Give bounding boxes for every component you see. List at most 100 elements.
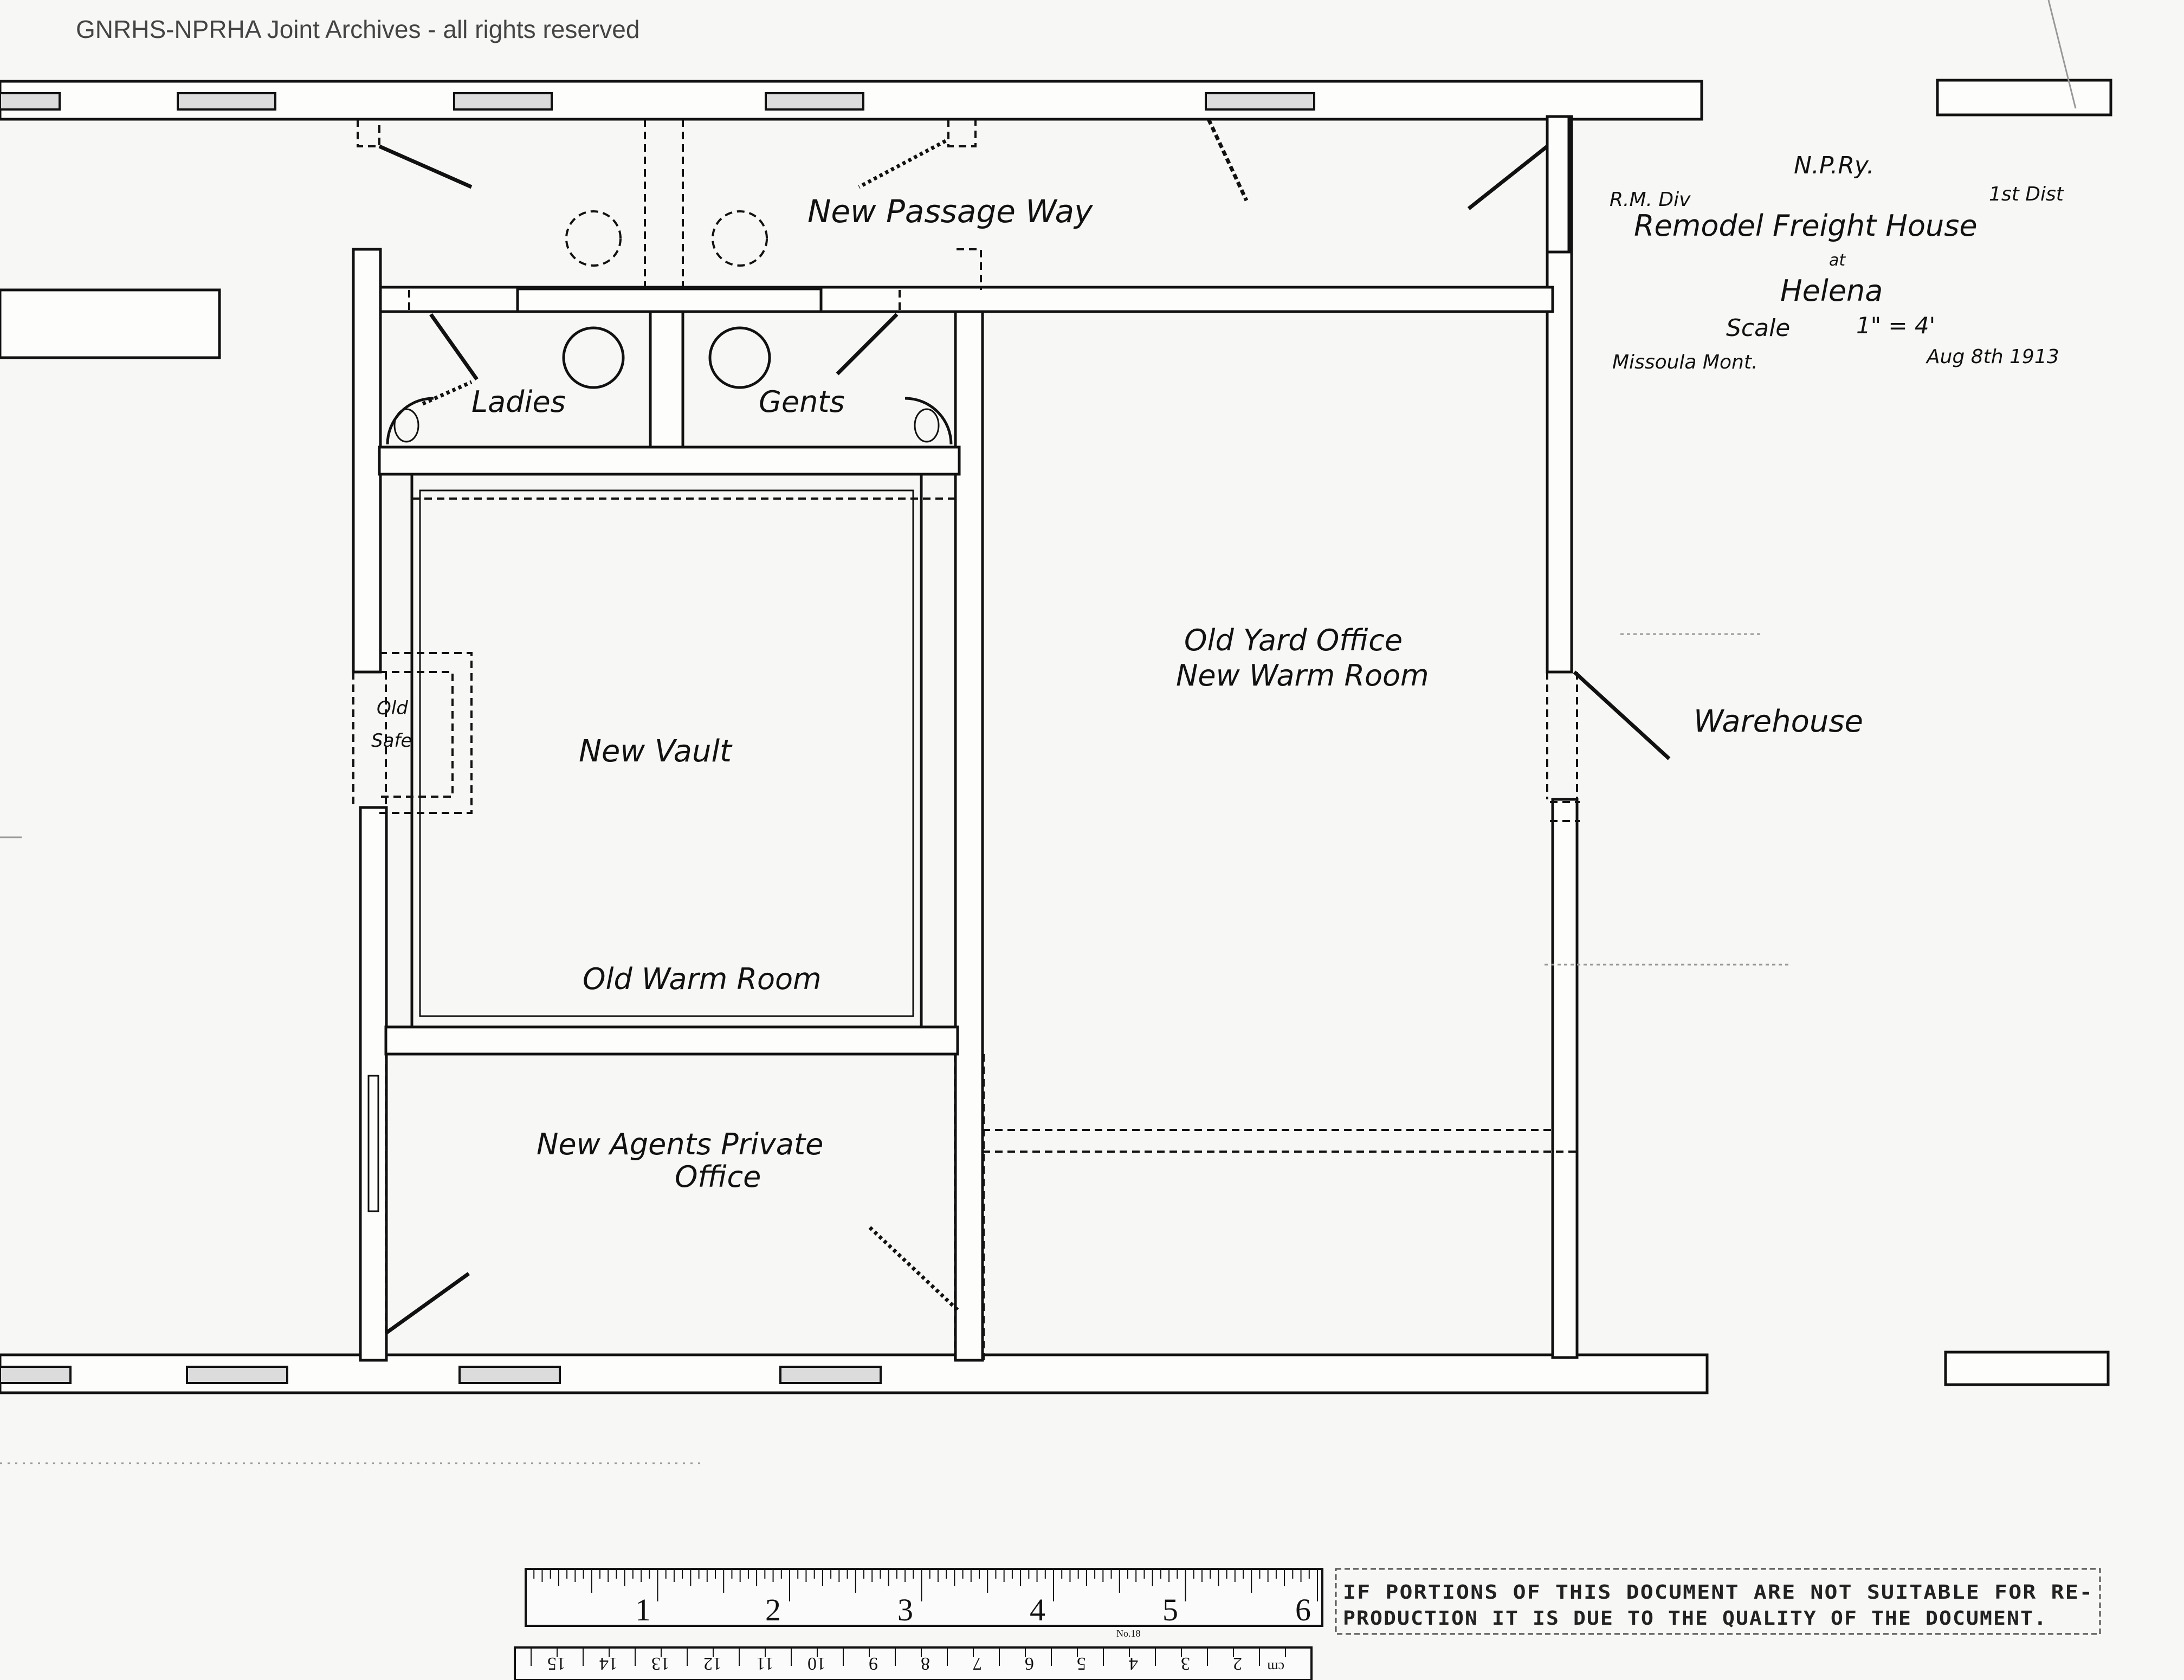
ruler-cm-ticks	[531, 1647, 1312, 1666]
notice-line-1: IF PORTIONS OF THIS DOCUMENT ARE NOT SUI…	[1343, 1581, 2093, 1604]
ruler-inch-ticks	[525, 1569, 1318, 1601]
cm-mark: 11	[756, 1653, 774, 1673]
west-wall-upper	[352, 248, 382, 674]
new-vault-label: New Vault	[579, 734, 733, 769]
ladies-label: Ladies	[471, 385, 566, 419]
warehouse-partition-lower	[1551, 798, 1579, 1359]
inch-mark: 5	[1162, 1592, 1178, 1627]
cm-mark: 14	[599, 1653, 618, 1673]
old-safe-label: Safe	[371, 730, 412, 752]
railway-name: N.P.Ry.	[1794, 152, 1875, 179]
scale-label: Scale	[1726, 314, 1790, 342]
drawing-title: Remodel Freight House	[1634, 209, 1978, 243]
interior-walls	[352, 115, 1579, 1362]
warehouse-door	[1573, 670, 1671, 760]
measuring-ruler: 1 2 3 4 5 6 No.18 2 3 4 5 6 7 8 9 10 11 12 13 14 15 c…	[514, 1568, 1323, 1680]
ruler-inch-scale	[525, 1568, 1323, 1627]
washbasin-icon	[904, 397, 953, 445]
title-block: N.P.Ry. R.M. Div 1st Dist Remodel Freigh…	[1610, 152, 2065, 373]
partition-top-stub	[1546, 115, 1571, 254]
gents-label: Gents	[759, 385, 845, 419]
drawing-place: Helena	[1780, 274, 1883, 308]
cm-mark: 5	[1077, 1653, 1086, 1673]
reproduction-notice: IF PORTIONS OF THIS DOCUMENT ARE NOT SUI…	[1335, 1568, 2101, 1635]
agents-office-north-wall	[384, 1025, 959, 1056]
left-stub-wall	[0, 288, 221, 359]
old-safe-label: Old	[377, 697, 408, 719]
cm-mark: 9	[869, 1653, 878, 1673]
ruler-cm-labels: 2 3 4 5 6 7 8 9 10 11 12 13 14 15	[547, 1653, 1242, 1673]
cm-mark: 13	[651, 1653, 670, 1673]
inch-mark: 6	[1295, 1592, 1311, 1627]
scale-value: 1" = 4'	[1856, 312, 1935, 339]
vault-inner-wall	[419, 489, 914, 1017]
washbasin-icon	[914, 408, 940, 443]
district-name: 1st Dist	[1989, 183, 2065, 205]
agents-office-door	[384, 1272, 470, 1335]
ladies-door-dotted	[422, 380, 473, 406]
door-swing	[378, 144, 473, 189]
agents-office-label: Office	[675, 1160, 761, 1194]
window	[0, 92, 61, 111]
dashed-construction-lines	[352, 119, 1580, 1360]
cm-mark: 3	[1181, 1653, 1190, 1673]
scan-marks	[0, 0, 2077, 1464]
ruler-model: No.18	[1116, 1628, 1141, 1639]
door-swing	[1467, 145, 1549, 210]
passage-way-label: New Passage Way	[807, 193, 1093, 230]
detached-wall-top-right	[1936, 79, 2112, 117]
cm-mark: 10	[807, 1653, 826, 1673]
old-warm-room-label: Old Warm Room	[583, 962, 822, 996]
inch-mark: 2	[765, 1592, 781, 1627]
toilet-divider	[649, 310, 684, 449]
window	[0, 1366, 72, 1384]
drawing-date: Aug 8th 1913	[1925, 346, 2059, 368]
cm-mark: 2	[1233, 1653, 1242, 1673]
toilet-icon	[562, 210, 625, 389]
door-swing-dotted	[858, 139, 947, 189]
window	[458, 1366, 561, 1384]
room-labels: New Passage Way Ladies Gents Old Yard Of…	[371, 193, 1863, 1194]
cm-unit: cm	[1267, 1659, 1284, 1675]
yard-office-west-wall	[954, 310, 984, 1362]
cm-mark: 8	[921, 1653, 930, 1673]
toilet-fixtures	[386, 210, 953, 445]
window	[177, 92, 276, 111]
west-wall-lower	[359, 806, 388, 1362]
inch-mark: 1	[635, 1592, 651, 1627]
drawing-at: at	[1829, 251, 1846, 270]
inch-mark: 3	[897, 1592, 913, 1627]
top-windows	[0, 92, 1315, 111]
toilet-block-south-wall	[378, 445, 961, 476]
bottom-windows	[0, 1366, 882, 1384]
window	[1205, 92, 1315, 111]
warehouse-label: Warehouse	[1694, 704, 1863, 739]
window	[186, 1366, 288, 1384]
issuing-office: Missoula Mont.	[1612, 351, 1757, 373]
toilet-icon	[708, 210, 771, 389]
door-swing	[1206, 118, 1249, 202]
ruler-cm-scale	[514, 1646, 1313, 1680]
cm-mark: 6	[1025, 1653, 1034, 1673]
gents-door	[836, 313, 899, 376]
washbasin-icon	[393, 408, 419, 443]
doors	[378, 118, 1671, 1335]
window	[779, 1366, 882, 1384]
notice-box	[1335, 1568, 2101, 1635]
toilet-ledge	[516, 287, 823, 313]
notice-line-2: PRODUCTION IT IS DUE TO THE QUALITY OF T…	[1343, 1607, 2047, 1630]
window	[765, 92, 864, 111]
wall-slot	[367, 1075, 379, 1212]
agents-office-inner-door-dotted	[868, 1226, 961, 1313]
cm-mark: 4	[1129, 1653, 1138, 1673]
cm-mark: 12	[703, 1653, 722, 1673]
agents-office-label: New Agents Private	[537, 1127, 823, 1161]
new-warm-room-label: New Warm Room	[1176, 658, 1429, 693]
cm-mark: 7	[973, 1653, 982, 1673]
archive-watermark: GNRHS-NPRHA Joint Archives - all rights …	[76, 15, 639, 43]
ladies-door	[429, 313, 479, 381]
division-name: R.M. Div	[1610, 189, 1691, 211]
cm-mark: 15	[547, 1653, 566, 1673]
window	[453, 92, 553, 111]
